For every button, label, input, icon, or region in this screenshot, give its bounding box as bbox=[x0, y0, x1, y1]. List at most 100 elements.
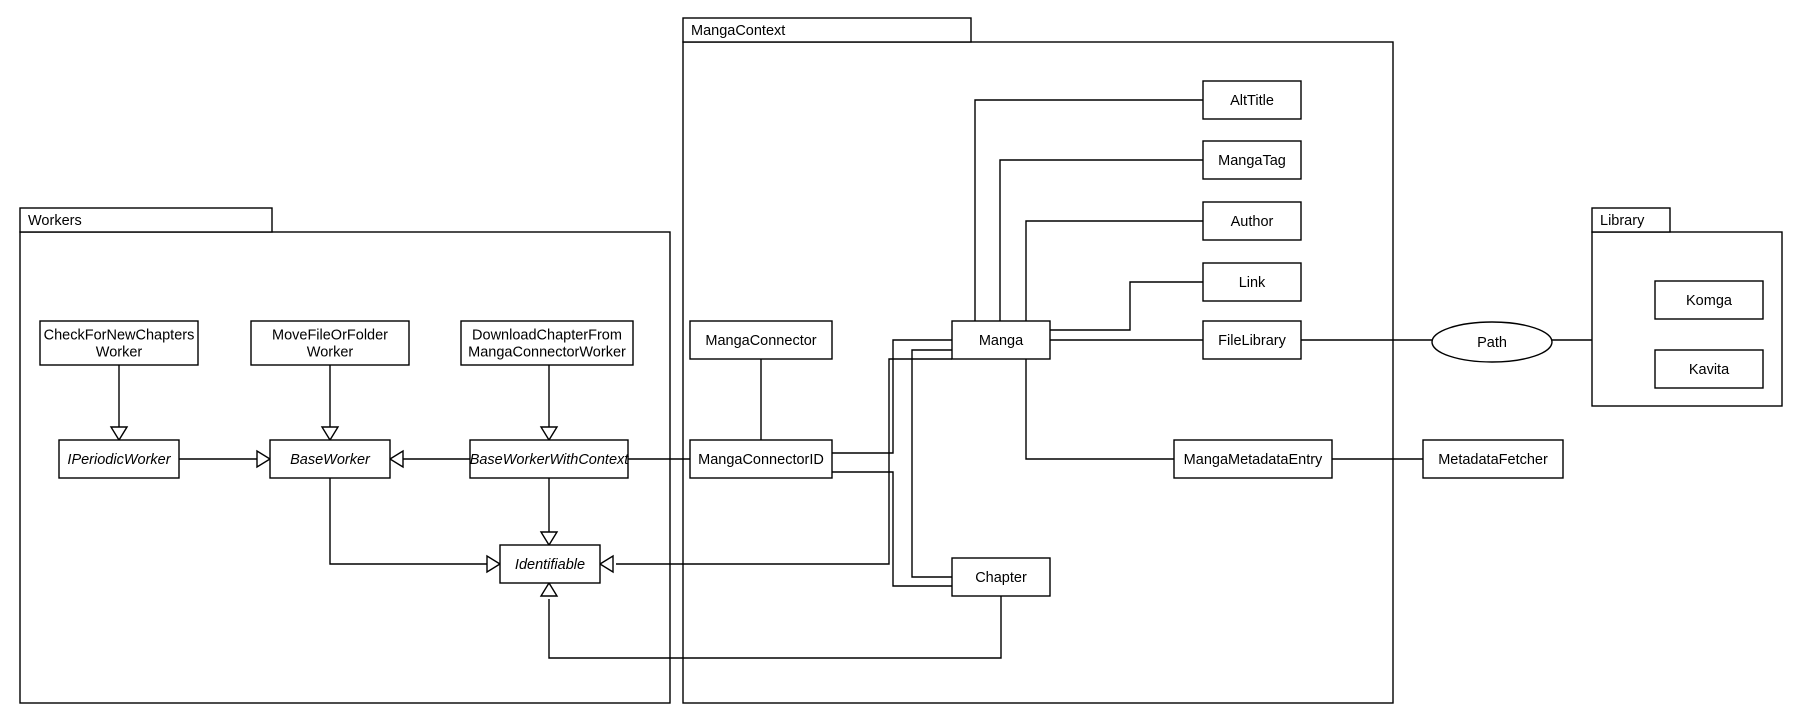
node-shape[interactable] bbox=[1202, 262, 1302, 302]
package-label: Library bbox=[1600, 213, 1645, 229]
node-label: MangaConnector bbox=[705, 333, 816, 349]
node-label: MetadataFetcher bbox=[1438, 452, 1548, 468]
node-manga-tag[interactable]: MangaTag bbox=[1202, 140, 1302, 180]
node-label: MangaConnectorID bbox=[698, 452, 824, 468]
node-label: MangaMetadataEntry bbox=[1184, 452, 1323, 468]
node-shape[interactable] bbox=[250, 320, 410, 366]
node-manga[interactable]: Manga bbox=[951, 320, 1051, 360]
node-manga-metadata-entry[interactable]: MangaMetadataEntry bbox=[1173, 439, 1333, 479]
node-shape[interactable] bbox=[1173, 439, 1333, 479]
generalization-arrowhead-icon bbox=[388, 449, 404, 469]
generalization-arrowhead-icon bbox=[598, 554, 614, 574]
edge-move-file-or-folder-worker-to-base-worker bbox=[320, 365, 340, 442]
node-shape[interactable] bbox=[58, 439, 180, 479]
node-label: Chapter bbox=[975, 570, 1027, 586]
generalization-arrowhead-icon bbox=[539, 531, 559, 547]
edge-line bbox=[548, 596, 1002, 659]
edge-line bbox=[1025, 220, 1203, 321]
node-kavita[interactable]: Kavita bbox=[1654, 349, 1764, 389]
edge-line bbox=[911, 349, 952, 578]
node-manga-connector-id[interactable]: MangaConnectorID bbox=[689, 439, 833, 479]
edge-base-worker-with-context-to-base-worker bbox=[388, 449, 470, 469]
package-tab bbox=[682, 17, 972, 43]
node-shape[interactable] bbox=[1654, 349, 1764, 389]
node-shape[interactable] bbox=[1202, 80, 1302, 120]
node-label: IPeriodicWorker bbox=[67, 452, 171, 468]
edge-line bbox=[974, 99, 1203, 321]
edge-line bbox=[832, 471, 952, 587]
edge-iperiodic-worker-to-base-worker bbox=[179, 449, 272, 469]
generalization-arrowhead-icon bbox=[109, 426, 129, 442]
node-file-library[interactable]: FileLibrary bbox=[1202, 320, 1302, 360]
node-shape[interactable] bbox=[1654, 280, 1764, 320]
node-iperiodic-worker[interactable]: IPeriodicWorker bbox=[58, 439, 180, 479]
package-label: Workers bbox=[28, 213, 82, 229]
node-shape[interactable] bbox=[499, 544, 601, 584]
edge-line bbox=[999, 159, 1203, 321]
node-label: Manga bbox=[979, 333, 1024, 349]
node-alt-title[interactable]: AltTitle bbox=[1202, 80, 1302, 120]
node-shape[interactable] bbox=[269, 439, 391, 479]
node-shape[interactable] bbox=[1422, 439, 1564, 479]
node-shape[interactable] bbox=[1431, 321, 1553, 363]
package-label: MangaContext bbox=[691, 23, 785, 39]
edge-chapter-to-identifiable bbox=[539, 581, 1002, 659]
generalization-arrowhead-icon bbox=[539, 426, 559, 442]
generalization-arrowhead-icon bbox=[320, 426, 340, 442]
node-shape[interactable] bbox=[1202, 320, 1302, 360]
edge-manga-to-alt-title bbox=[974, 99, 1203, 321]
package-pkg-mangacontext: MangaContext bbox=[682, 17, 1394, 704]
edges-layer bbox=[109, 99, 1592, 659]
node-author[interactable]: Author bbox=[1202, 201, 1302, 241]
edge-line bbox=[1025, 359, 1174, 460]
edge-manga-to-link bbox=[1050, 281, 1203, 331]
edge-line bbox=[1050, 281, 1203, 331]
node-manga-connector[interactable]: MangaConnector bbox=[689, 320, 833, 360]
node-shape[interactable] bbox=[951, 320, 1051, 360]
node-shape[interactable] bbox=[951, 557, 1051, 597]
node-label: FileLibrary bbox=[1218, 333, 1286, 349]
node-base-worker-with-context[interactable]: BaseWorkerWithContext bbox=[469, 439, 630, 479]
generalization-arrowhead-icon bbox=[486, 554, 502, 574]
node-komga[interactable]: Komga bbox=[1654, 280, 1764, 320]
node-shape[interactable] bbox=[689, 320, 833, 360]
node-label: Link bbox=[1239, 275, 1266, 291]
node-shape[interactable] bbox=[1202, 201, 1302, 241]
edge-manga-connector-id-to-manga bbox=[832, 339, 952, 454]
edge-manga-to-identifiable bbox=[598, 358, 952, 574]
node-shape[interactable] bbox=[1202, 140, 1302, 180]
edge-line bbox=[616, 358, 952, 565]
node-metadata-fetcher[interactable]: MetadataFetcher bbox=[1422, 439, 1564, 479]
edge-manga-to-chapter bbox=[911, 349, 952, 578]
edge-download-chapter-from-manga-connector-worker-to-base-worker-with-context bbox=[539, 365, 559, 442]
node-identifiable[interactable]: Identifiable bbox=[499, 544, 601, 584]
node-chapter[interactable]: Chapter bbox=[951, 557, 1051, 597]
node-shape[interactable] bbox=[689, 439, 833, 479]
node-shape[interactable] bbox=[39, 320, 199, 366]
edge-base-worker-to-identifiable bbox=[329, 478, 502, 574]
node-label: BaseWorkerWithContext bbox=[470, 452, 630, 468]
package-tab bbox=[19, 207, 273, 233]
edge-base-worker-with-context-to-identifiable bbox=[539, 478, 559, 547]
node-shape[interactable] bbox=[460, 320, 634, 366]
edge-check-for-new-chapters-worker-to-iperiodic-worker bbox=[109, 365, 129, 442]
node-base-worker[interactable]: BaseWorker bbox=[269, 439, 391, 479]
node-link[interactable]: Link bbox=[1202, 262, 1302, 302]
edge-manga-connector-id-to-chapter bbox=[832, 471, 952, 587]
generalization-arrowhead-icon bbox=[539, 581, 559, 597]
node-label: Author bbox=[1231, 214, 1274, 230]
node-path[interactable]: Path bbox=[1431, 321, 1553, 363]
edge-manga-to-manga-tag bbox=[999, 159, 1203, 321]
node-label: Path bbox=[1477, 335, 1507, 351]
edge-manga-to-manga-metadata-entry bbox=[1025, 359, 1174, 460]
node-shape[interactable] bbox=[469, 439, 629, 479]
